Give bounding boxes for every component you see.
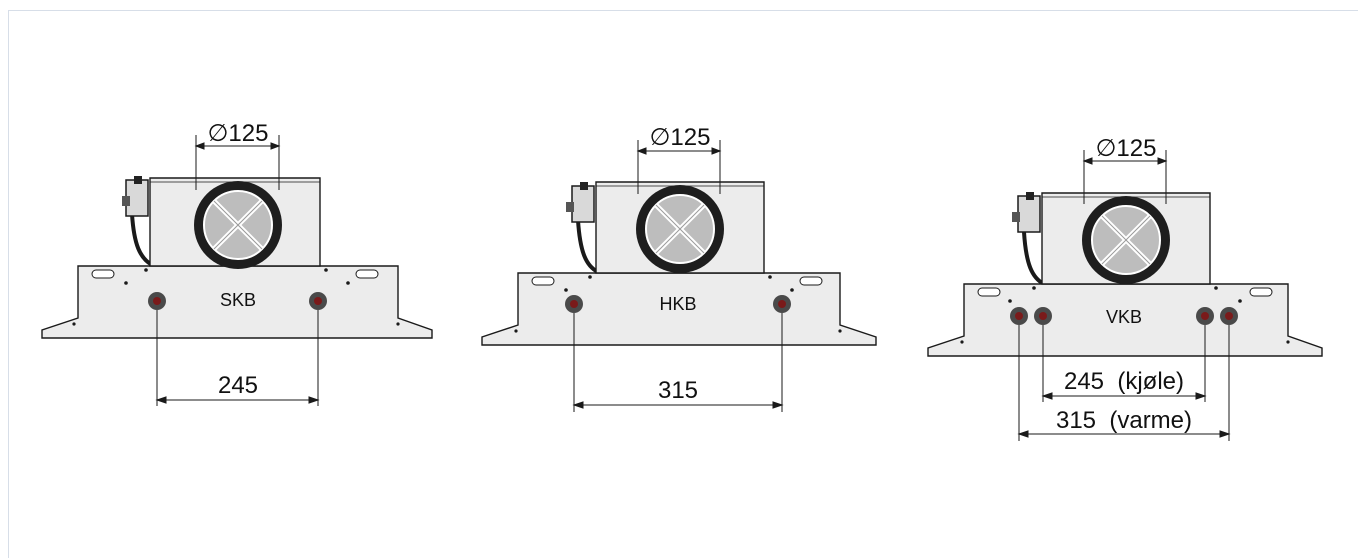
cable-connector-icon bbox=[1012, 192, 1046, 286]
cooling-width-dimension bbox=[1041, 325, 1207, 402]
water-port-icon bbox=[565, 295, 583, 313]
diameter-dimension bbox=[636, 140, 722, 194]
water-port-icon bbox=[1220, 307, 1238, 325]
diameter-dimension bbox=[1082, 150, 1168, 204]
duct-fan-icon bbox=[194, 181, 282, 269]
base-plate bbox=[927, 283, 1323, 357]
base-plate bbox=[481, 272, 877, 346]
unit-label: HKB bbox=[659, 294, 696, 314]
water-port-icon bbox=[148, 292, 166, 310]
drawing-frame bbox=[8, 10, 1358, 558]
width-label: 245 bbox=[218, 372, 258, 399]
diameter-dimension bbox=[194, 135, 281, 190]
water-port-icon bbox=[1196, 307, 1214, 325]
width-dimension bbox=[572, 313, 784, 412]
unit-label: VKB bbox=[1106, 307, 1142, 327]
duct-fan-icon bbox=[1082, 196, 1170, 284]
unit-vkb: ∅125 VKB 245 (kjøle) 315 (varme) bbox=[927, 135, 1323, 441]
width-dimension bbox=[155, 310, 320, 406]
width-label: 315 bbox=[658, 377, 698, 404]
water-port-icon bbox=[1010, 307, 1028, 325]
duct-fan-icon bbox=[636, 185, 724, 273]
heating-width-dimension bbox=[1017, 325, 1231, 441]
cooling-width-label: 245 (kjøle) bbox=[1064, 368, 1184, 395]
water-port-icon bbox=[309, 292, 327, 310]
unit-skb: ∅125 SKB 245 bbox=[41, 120, 433, 406]
heating-width-label: 315 (varme) bbox=[1056, 407, 1192, 434]
cable-connector-icon bbox=[122, 176, 154, 267]
diameter-label: ∅125 bbox=[1096, 135, 1157, 162]
diameter-label: ∅125 bbox=[208, 120, 269, 147]
base-plate bbox=[41, 265, 433, 339]
unit-hkb: ∅125 HKB 315 bbox=[481, 124, 877, 412]
water-port-icon bbox=[1034, 307, 1052, 325]
water-port-icon bbox=[773, 295, 791, 313]
unit-label: SKB bbox=[220, 290, 256, 310]
cable-connector-icon bbox=[566, 182, 600, 274]
diameter-label: ∅125 bbox=[650, 124, 711, 151]
